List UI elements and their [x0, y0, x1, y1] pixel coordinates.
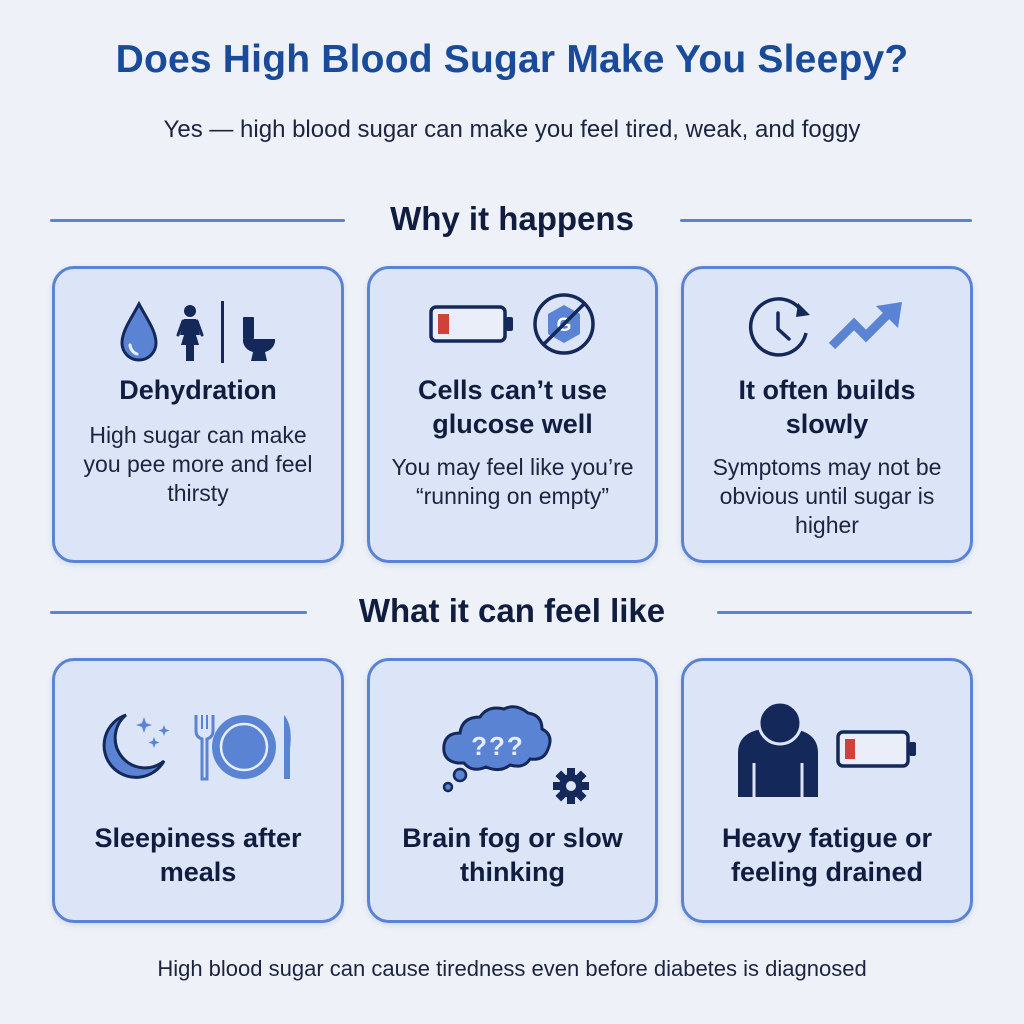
- footer-note: High blood sugar can cause tiredness eve…: [157, 956, 867, 981]
- card-title: It often builds slowly: [738, 375, 916, 439]
- card-icons: ???: [370, 697, 655, 805]
- divider-line-left: [50, 219, 345, 222]
- fork-plate-knife-icon: [194, 713, 296, 781]
- card-title: Heavy fatigue or feeling drained: [721, 823, 933, 887]
- no-glucose-icon: G: [531, 291, 597, 357]
- card-glucose: G Cells can’t use glucose well You may f…: [367, 266, 658, 563]
- water-drop-icon: [119, 301, 159, 363]
- card-title: Sleepiness after meals: [94, 823, 302, 887]
- card-description: Symptoms may not be obvious until sugar …: [712, 454, 942, 538]
- divider-bar: [221, 301, 225, 363]
- person-icon: [736, 701, 820, 797]
- svg-text:???: ???: [471, 731, 525, 761]
- divider-line-left: [50, 611, 307, 614]
- toilet-icon: [241, 301, 277, 363]
- card-title: Cells can’t use glucose well: [417, 375, 608, 439]
- page-title: Does High Blood Sugar Make You Sleepy?: [115, 38, 909, 81]
- clock-refresh-icon: [748, 293, 814, 359]
- card-icons: [55, 301, 341, 363]
- card-dehydration: Dehydration High sugar can make you pee …: [52, 266, 344, 563]
- card-builds-slowly: It often builds slowly Symptoms may not …: [681, 266, 973, 563]
- card-icons: [684, 701, 970, 797]
- card-description: You may feel like you’re “running on emp…: [391, 454, 634, 509]
- low-battery-icon: [836, 729, 918, 769]
- card-icons: [684, 293, 970, 359]
- section-title: Why it happens: [390, 200, 634, 237]
- moon-stars-icon: [100, 711, 176, 783]
- section-heading-feel: What it can feel like: [0, 592, 1024, 632]
- card-sleepiness: Sleepiness after meals: [52, 658, 344, 923]
- card-heavy-fatigue: Heavy fatigue or feeling drained: [681, 658, 973, 923]
- card-description: High sugar can make you pee more and fee…: [83, 422, 313, 506]
- page-subtitle: Yes — high blood sugar can make you feel…: [163, 116, 861, 143]
- section-heading-why: Why it happens: [0, 200, 1024, 240]
- thought-cloud-question-icon: ???: [436, 701, 566, 801]
- section-title: What it can feel like: [358, 592, 666, 629]
- card-brain-fog: ??? Brain fog o: [367, 658, 658, 923]
- low-battery-icon: [428, 303, 515, 345]
- card-icons: G: [370, 291, 655, 357]
- divider-line-right: [717, 611, 972, 614]
- gear-icon: [552, 767, 590, 805]
- restroom-person-icon: [175, 301, 205, 363]
- card-title: Brain fog or slow thinking: [402, 823, 623, 887]
- card-icons: [55, 711, 341, 783]
- card-title: Dehydration: [119, 375, 277, 405]
- trend-up-arrow-icon: [828, 300, 906, 352]
- divider-line-right: [680, 219, 972, 222]
